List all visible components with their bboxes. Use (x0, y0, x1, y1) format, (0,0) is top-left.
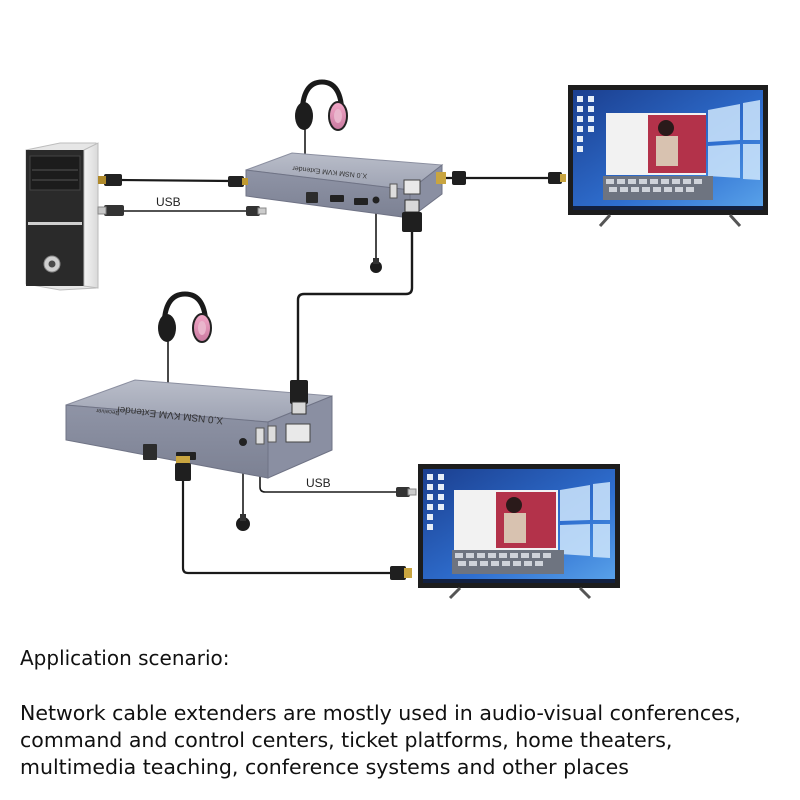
hdmi-cable-pc-transmitter (118, 178, 234, 183)
microphone-icon (236, 514, 250, 531)
network-cable (296, 228, 414, 384)
caption-line: multimedia teaching, conference systems … (20, 755, 629, 779)
monitor-bottom (418, 464, 620, 600)
audio-jack-icon (372, 196, 380, 204)
rj45-plug-icon (290, 380, 308, 415)
dc-port-icon (143, 444, 157, 460)
microphone-icon (370, 258, 382, 273)
caption-line: Network cable extenders are mostly used … (20, 701, 741, 725)
rj45-plug-icon (402, 199, 422, 232)
rj45-port-icon (285, 423, 311, 443)
kvm-extender-diagram: USB X.0 NSM KVM Extender (25, 79, 768, 600)
usb-plug-icon (396, 487, 417, 497)
usb-label-bottom: USB (306, 476, 331, 490)
transmitter-unit: X.0 NSM KVM Extender (245, 152, 444, 219)
usb-port-icon (255, 427, 265, 445)
hdmi-cable-receiver-monitor (181, 478, 394, 575)
dc-port-icon (306, 192, 318, 203)
monitor-top (568, 85, 768, 228)
receiver-brand: Receiver (96, 407, 120, 415)
pc-connectors (97, 174, 124, 216)
receiver-unit: X.0 NSM KVM Extender Receiver (65, 379, 333, 479)
usb-cable-receiver (259, 447, 399, 493)
hdmi-plug-icon (390, 566, 412, 580)
hdmi-port-icon (330, 195, 344, 202)
hdmi-port-icon (354, 198, 368, 205)
headset-icon (158, 291, 212, 343)
caption-line: command and control centers, ticket plat… (20, 728, 673, 752)
usb-label-top: USB (156, 195, 181, 209)
usb-port-icon (389, 183, 398, 199)
audio-jack-icon (239, 438, 247, 446)
hdmi-plug-icon (436, 171, 566, 185)
usb-plug-icon (246, 206, 267, 216)
pc-tower (25, 142, 99, 291)
caption-body: Network cable extenders are mostly used … (20, 700, 790, 781)
hdmi-plug-icon (228, 176, 248, 187)
hdmi-plug-icon (175, 456, 191, 481)
usb-port-icon (267, 425, 277, 443)
caption-heading: Application scenario: (20, 646, 230, 670)
rj45-port-icon (403, 179, 421, 195)
headset-icon (295, 79, 348, 131)
